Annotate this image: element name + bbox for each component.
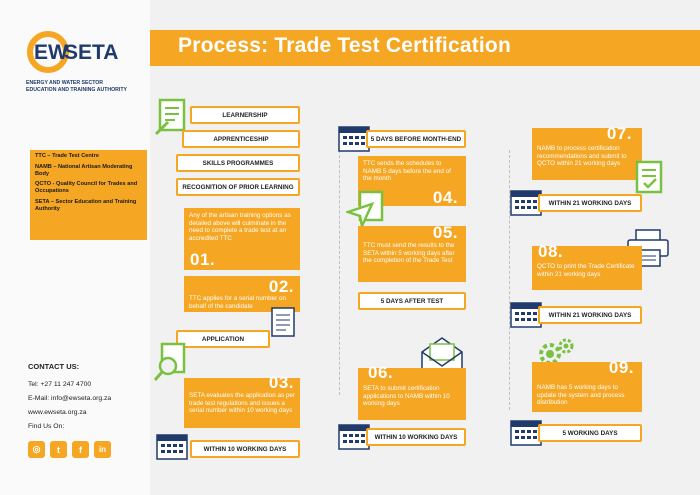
pathway-skills-programmes: SKILLS PROGRAMMES [176,154,300,172]
calendar-icon [510,190,542,216]
step-07-box: 07. NAMB to process certification recomm… [532,124,642,180]
step-07-number: 07. [606,124,632,143]
step-05-text: TTC must send the results to the SETA wi… [363,242,455,265]
step-06-box: 06. SETA to submit certification applica… [358,364,466,420]
twitter-icon[interactable]: t [50,441,67,458]
connector [300,145,340,395]
legend-item: TTC – Trade Test Centre [35,153,99,159]
step-03-label: WITHIN 10 WORKING DAYS [190,440,300,458]
step-01-number: 01. [190,250,216,269]
sidebar [0,0,150,495]
step-03-box: 03. SETA evaluates the application as pe… [184,374,300,428]
legend-item: NAMB – National Artisan Moderating Body [35,163,133,177]
contact-heading: CONTACT US: [28,362,80,371]
step-09-number: 09. [608,358,634,377]
logo-ring-icon [27,31,69,73]
step-05-box: 05. TTC must send the results to the SET… [358,223,466,282]
contact-find-us: Find Us On: [28,423,65,430]
legend-item: SETA – Sector Education and Training Aut… [35,198,137,212]
step-01-text: Any of the artisan training options as d… [189,212,291,242]
step-05-number: 05. [432,223,458,242]
contact-tel: Tel: +27 11 247 4700 [28,381,92,388]
step-08-label: WITHIN 21 WORKING DAYS [538,306,642,324]
linkedin-icon[interactable]: in [94,441,111,458]
certificate-icon [635,160,663,194]
step-08-number: 08. [538,242,564,261]
calendar-icon [510,420,542,446]
step-04-label: 5 DAYS BEFORE MONTH-END [366,130,466,148]
step-07-label: WITHIN 21 WORKING DAYS [538,194,642,212]
step-02-label: APPLICATION [176,330,270,348]
logo-ew: EW [34,41,68,64]
paper-plane-icon [346,190,384,230]
step-03-text: SETA evaluates the application as per tr… [189,392,295,415]
legend-item: QCTO - Quality Council for Trades and Oc… [35,181,138,195]
step-09-label: 5 WORKING DAYS [538,424,642,442]
document-edit-icon [154,98,186,136]
step-09-text: NAMB has 5 working days to update the sy… [537,384,625,407]
step-01-box: Any of the artisan training options as d… [184,208,300,270]
step-05-label: 5 DAYS AFTER TEST [358,292,466,310]
step-09-box: 09. NAMB has 5 working days to update th… [532,358,642,412]
pathway-learnership: LEARNERSHIP [190,106,300,124]
step-04-text: TTC sends the schedules to NAMB 5 days b… [363,160,451,183]
instagram-icon[interactable]: ◎ [28,441,45,458]
logo-subtitle-2: EDUCATION AND TRAINING AUTHORITY [26,87,127,93]
calendar-icon [510,302,542,328]
step-03-number: 03. [268,373,294,392]
ewseta-logo: EW SETA ENERGY AND WATER SECTOR EDUCATIO… [26,30,136,102]
step-02-number: 02. [268,277,294,296]
page-title: Process: Trade Test Certification [178,34,511,57]
logo-subtitle-1: ENERGY AND WATER SECTOR [26,80,104,86]
title-bar [150,30,700,66]
step-02-text: TTC applies for a serial number on behal… [189,295,286,310]
step-08-box: 08. QCTO to print the Trade Certificate … [532,242,642,290]
connector [460,150,510,410]
calendar-icon [156,434,188,460]
envelope-icon [421,337,463,377]
step-04-number: 04. [432,188,458,207]
step-07-text: NAMB to process certification recommenda… [537,145,627,168]
step-06-number: 06. [368,363,394,382]
step-06-label: WITHIN 10 WORKING DAYS [366,428,466,446]
logo-seta: SETA [64,41,119,64]
pathway-apprenticeship: APPRENTICESHIP [182,130,300,148]
step-06-text: SETA to submit certification application… [363,385,450,408]
facebook-icon[interactable]: f [72,441,89,458]
step-02-box: 02. TTC applies for a serial number on b… [184,276,300,312]
legend-box: TTC – Trade Test Centre NAMB – National … [30,150,147,240]
pathway-rpl: RECOGNITION OF PRIOR LEARNING [176,178,300,196]
contact-email[interactable]: E-Mail: info@ewseta.org.za [28,395,112,402]
contact-website[interactable]: www.ewseta.org.za [28,409,87,416]
document-icon [271,307,295,337]
step-08-text: QCTO to print the Trade Certificate with… [537,263,635,278]
search-document-icon [153,342,186,381]
calendar-icon [338,424,370,450]
